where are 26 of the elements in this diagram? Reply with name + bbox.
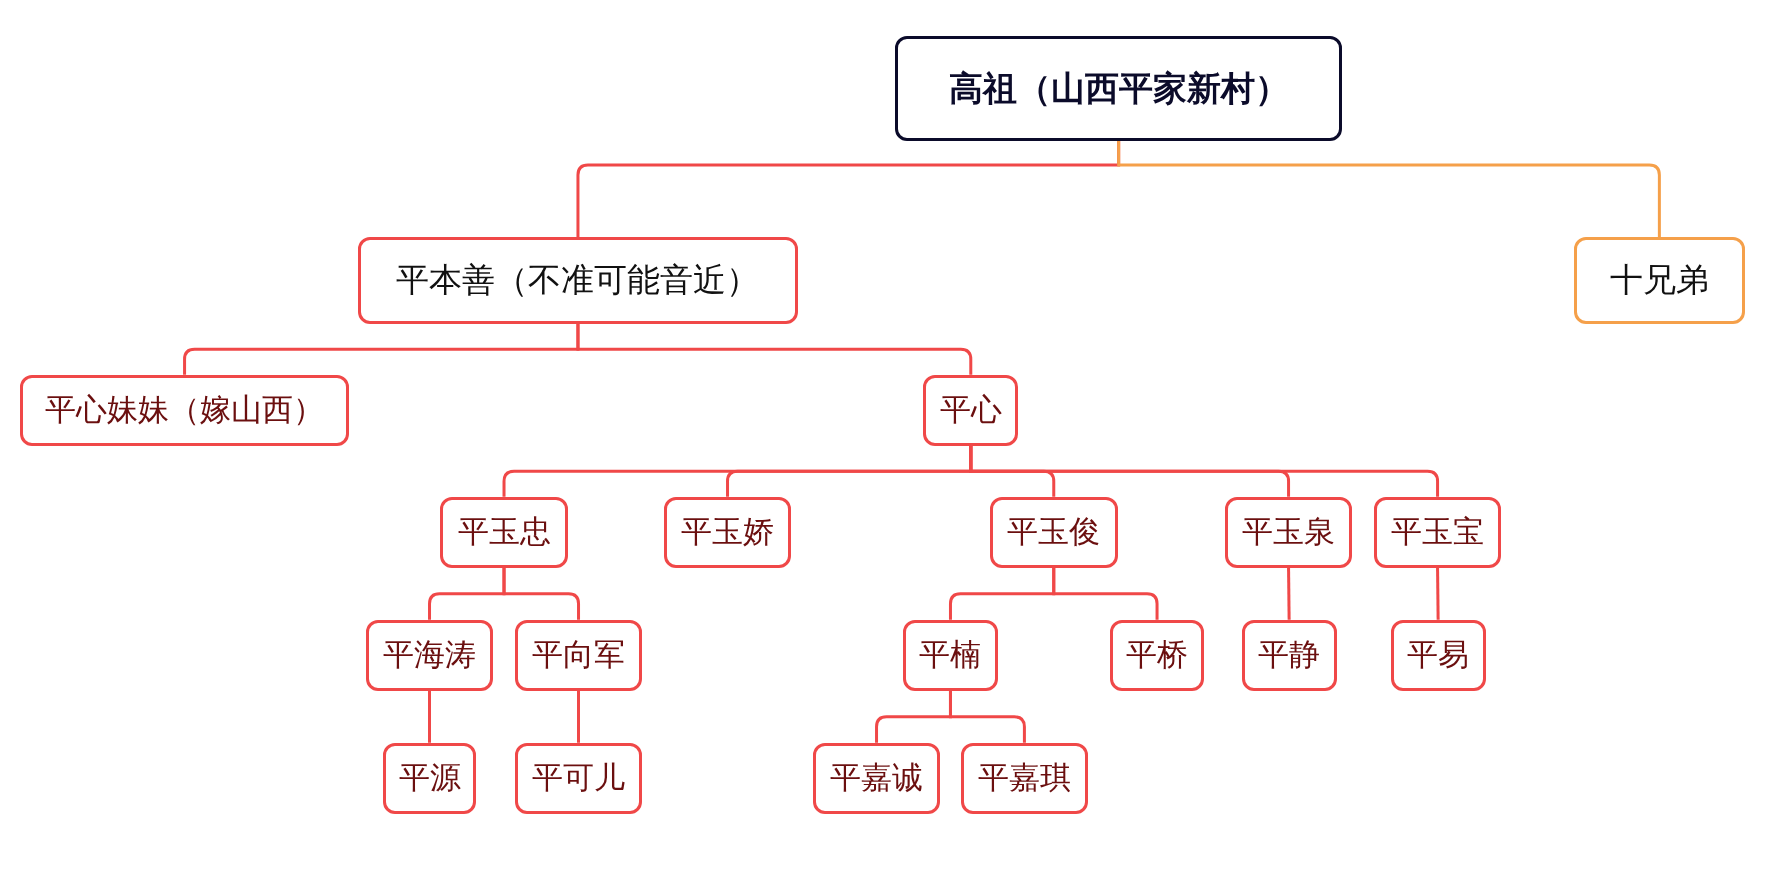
name-box: 平玉俊 [989,496,1118,568]
name-box: 平可儿 [514,742,643,814]
connector-line [1436,567,1440,620]
name-box: 平玉泉 [1224,496,1353,568]
name-box: 平静 [1241,619,1337,691]
name-box: 平嘉诚 [812,742,941,814]
connector-line [969,445,1440,497]
name-box: 平心妹妹（嫁山西） [20,374,349,446]
name-box: 平嘉琪 [960,742,1089,814]
name-box: 平玉娇 [663,496,792,568]
name-box: 平玉忠 [440,496,568,568]
name-box: 平源 [382,742,477,814]
name-box: 平易 [1390,619,1486,691]
connector-line [428,690,431,743]
connector-line [577,690,580,743]
connector-line [1117,141,1661,238]
name-box: 平向军 [514,619,643,691]
name-box: 十兄弟 [1573,237,1746,324]
name-box: 高祖（山西平家新村） [895,36,1343,142]
name-box: 平本善（不准可能音近） [357,237,799,324]
name-box: 平心 [923,374,1019,446]
name-box: 平桥 [1109,619,1205,691]
name-box: 平海涛 [365,619,494,691]
name-box: 平玉宝 [1373,496,1502,568]
name-box: 平楠 [903,619,998,691]
connector-line [1287,567,1291,620]
